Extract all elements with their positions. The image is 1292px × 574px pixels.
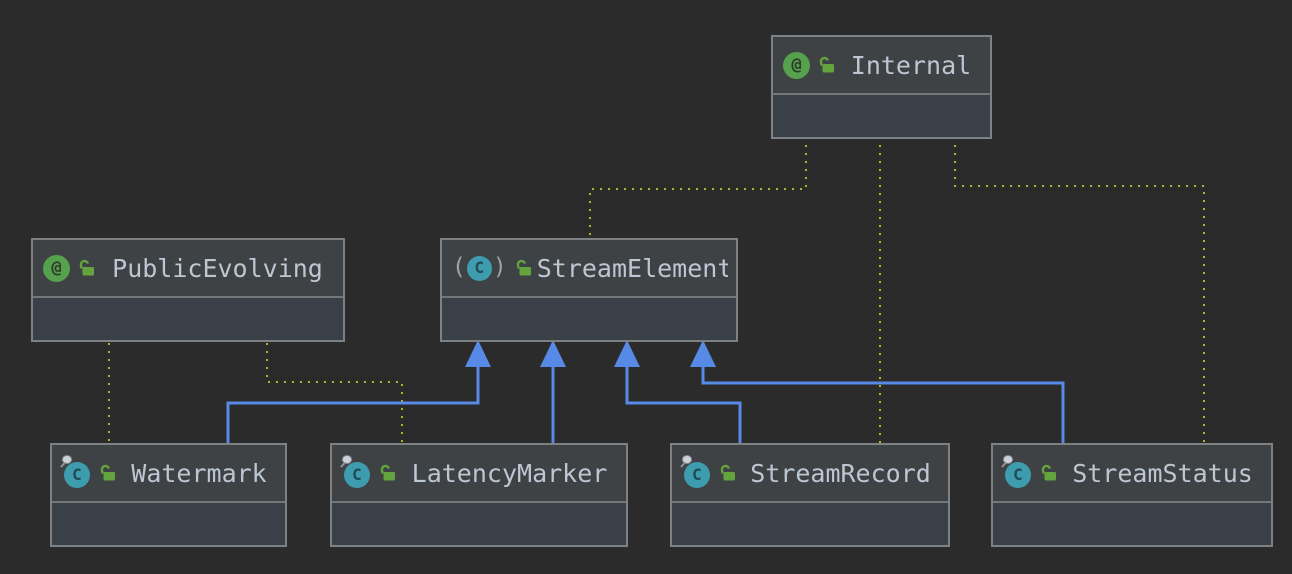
fields-compartment — [773, 93, 990, 137]
unlocked-icon — [79, 259, 94, 275]
pin-icon — [1001, 454, 1014, 468]
class-name-label: StreamStatus — [1072, 458, 1253, 488]
node-header: C Watermark — [52, 445, 285, 501]
class-name-label: LatencyMarker — [411, 458, 608, 488]
node-header: @ Internal — [773, 37, 990, 93]
class-node-latencymarker[interactable]: C LatencyMarker — [330, 443, 628, 547]
inheritance-arrowhead — [690, 340, 716, 367]
node-header: C LatencyMarker — [332, 445, 626, 501]
node-header: @ PublicEvolving — [33, 240, 343, 296]
class-node-publicevolving[interactable]: @ PublicEvolving — [31, 238, 345, 342]
annotation-edge-latencymarker-publicevolving[interactable] — [266, 343, 403, 445]
unlocked-icon — [100, 464, 115, 480]
class-name-label: PublicEvolving — [112, 253, 323, 283]
class-node-watermark[interactable]: C Watermark — [50, 443, 287, 547]
unlocked-icon — [516, 259, 531, 275]
unlocked-icon — [1041, 464, 1056, 480]
unlocked-icon — [380, 464, 395, 480]
inheritance-arrowhead — [614, 340, 640, 367]
node-header: C StreamStatus — [993, 445, 1271, 501]
fields-compartment — [993, 501, 1271, 545]
inheritance-edge-streamrecord-streamelement[interactable] — [625, 365, 742, 445]
inheritance-edge-watermark-streamelement[interactable] — [226, 365, 480, 445]
inheritance-arrowhead — [540, 340, 566, 367]
fields-compartment — [442, 296, 736, 340]
class-node-streamelement[interactable]: ( C ) StreamElement — [440, 238, 738, 342]
class-name-label: Watermark — [131, 458, 267, 488]
inheritance-arrowhead — [465, 340, 491, 367]
fields-compartment — [33, 296, 343, 340]
class-name-label: StreamElement — [536, 253, 728, 283]
annotation-icon: @ — [783, 51, 810, 79]
class-node-streamstatus[interactable]: C StreamStatus — [991, 443, 1273, 547]
pin-icon — [60, 454, 73, 468]
class-node-streamrecord[interactable]: C StreamRecord — [670, 443, 950, 547]
final-class-icon: C — [1001, 454, 1032, 488]
class-node-internal[interactable]: @ Internal — [771, 35, 992, 139]
abstract-class-icon: ( C ) — [452, 253, 507, 281]
annotation-icon: @ — [43, 254, 70, 282]
pin-icon — [680, 454, 693, 468]
fields-compartment — [52, 501, 285, 545]
fields-compartment — [672, 501, 948, 545]
class-name-label: Internal — [850, 50, 972, 80]
final-class-icon: C — [340, 454, 371, 488]
unlocked-icon — [720, 464, 735, 480]
node-header: ( C ) StreamElement — [442, 240, 736, 296]
final-class-icon: C — [680, 454, 711, 488]
unlocked-icon — [819, 56, 834, 72]
annotation-edge-streamstatus-internal[interactable] — [954, 137, 1205, 445]
annotation-edge-streamelement-internal[interactable] — [589, 137, 807, 240]
final-class-icon: C — [60, 454, 91, 488]
inheritance-edge-streamstatus-streamelement[interactable] — [701, 365, 1065, 445]
pin-icon — [340, 454, 353, 468]
class-name-label: StreamRecord — [750, 458, 931, 488]
node-header: C StreamRecord — [672, 445, 948, 501]
fields-compartment — [332, 501, 626, 545]
